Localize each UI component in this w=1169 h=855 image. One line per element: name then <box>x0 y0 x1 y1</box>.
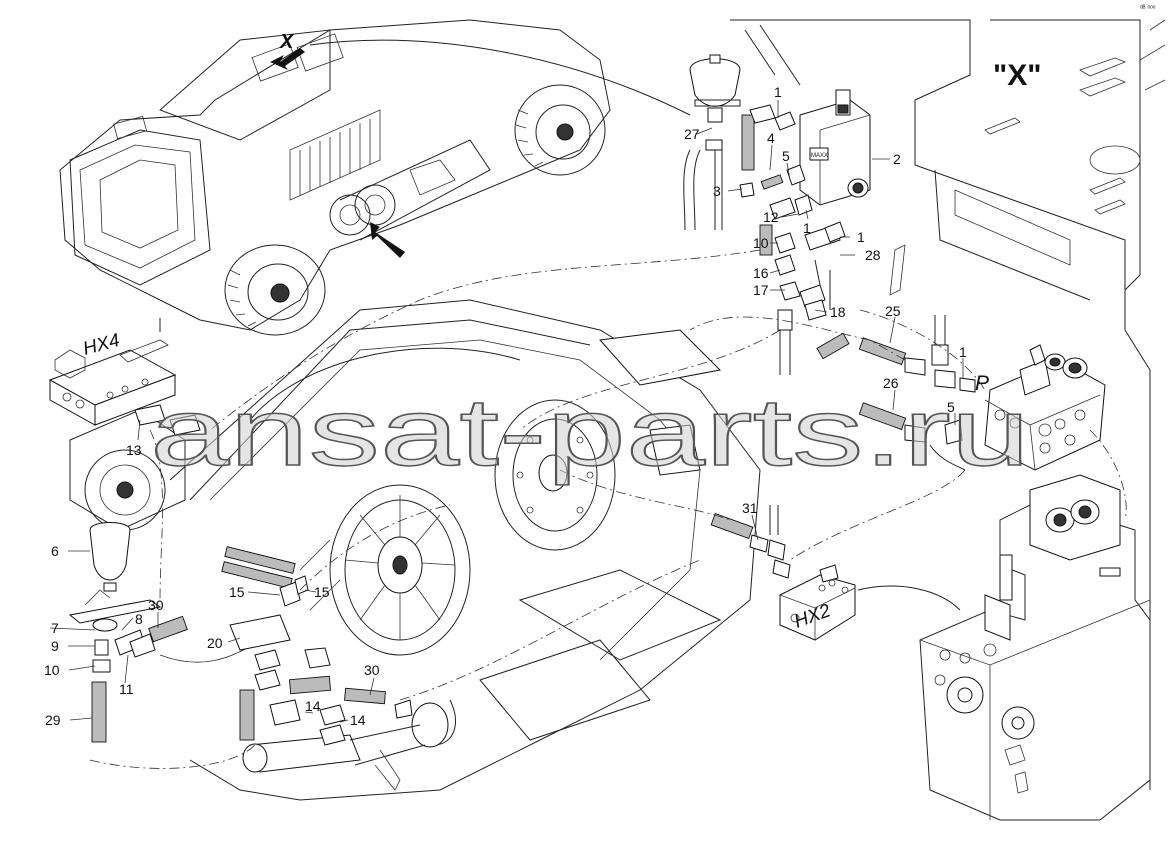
callout-17: 17 <box>753 282 769 298</box>
callout-9: 9 <box>51 638 59 654</box>
callout-11: 11 <box>119 681 134 697</box>
callout-1: 1 <box>774 84 782 100</box>
callout-18: 18 <box>830 304 846 320</box>
callout-31: 31 <box>742 500 758 516</box>
callout-15: 15 <box>229 584 245 600</box>
callout-10: 10 <box>753 235 769 251</box>
frame-detail-x: "X" <box>730 19 1166 790</box>
callout-13: 13 <box>126 442 142 458</box>
callout-4: 4 <box>767 130 775 146</box>
rotor-housing <box>169 299 761 801</box>
callout-14: 14 <box>350 712 366 728</box>
callout-1: 1 <box>959 344 967 360</box>
callout-3: 3 <box>713 183 721 199</box>
callout-7: 7 <box>51 620 59 636</box>
callout-1: 1 <box>857 229 865 245</box>
callout-5: 5 <box>947 399 955 415</box>
accumulator-assembly-left <box>68 522 261 743</box>
port-p-label: P <box>975 372 989 395</box>
pipe-routing-lines <box>149 249 1127 701</box>
view-marker-x: X <box>279 31 295 53</box>
callout-30: 30 <box>364 662 380 678</box>
callout-10: 10 <box>44 662 60 678</box>
callout-28: 28 <box>865 247 881 263</box>
machine-overview: X <box>59 19 691 336</box>
callout-29: 29 <box>45 712 61 728</box>
callout-2: 2 <box>893 151 901 167</box>
callout-26: 26 <box>883 375 899 391</box>
callout-15: 15 <box>314 584 330 600</box>
callout-labels: 27 1 2 4 5 3 12 1 1 10 28 16 17 18 25 1 … <box>44 84 967 728</box>
callout-27: 27 <box>684 126 700 142</box>
callout-25: 25 <box>885 303 901 319</box>
center-hose-cluster <box>89 546 413 769</box>
callout-14: 14 <box>305 698 321 714</box>
callout-20: 20 <box>207 635 223 651</box>
watermark: ansat-parts.ru <box>150 379 1030 486</box>
hydraulic-tank <box>919 474 1151 821</box>
arrow-icon <box>370 222 405 258</box>
callout-6: 6 <box>51 543 59 559</box>
leader-lines <box>49 100 964 723</box>
callout-30: 30 <box>148 597 164 613</box>
hx4-block: HX4 <box>48 330 201 531</box>
arrow-icon <box>270 48 305 70</box>
callout-8: 8 <box>135 611 143 627</box>
callout-12: 12 <box>763 209 779 225</box>
view-label: "X" <box>993 59 1041 92</box>
callout-16: 16 <box>753 265 769 281</box>
corner-mark: ᵈᴮ ᵒᵒᵒ <box>1140 5 1156 12</box>
svg-text:MAXX: MAXX <box>811 153 828 159</box>
hx2-block: HX2 <box>710 505 961 641</box>
callout-1: 1 <box>803 220 811 236</box>
callout-5: 5 <box>782 148 790 164</box>
